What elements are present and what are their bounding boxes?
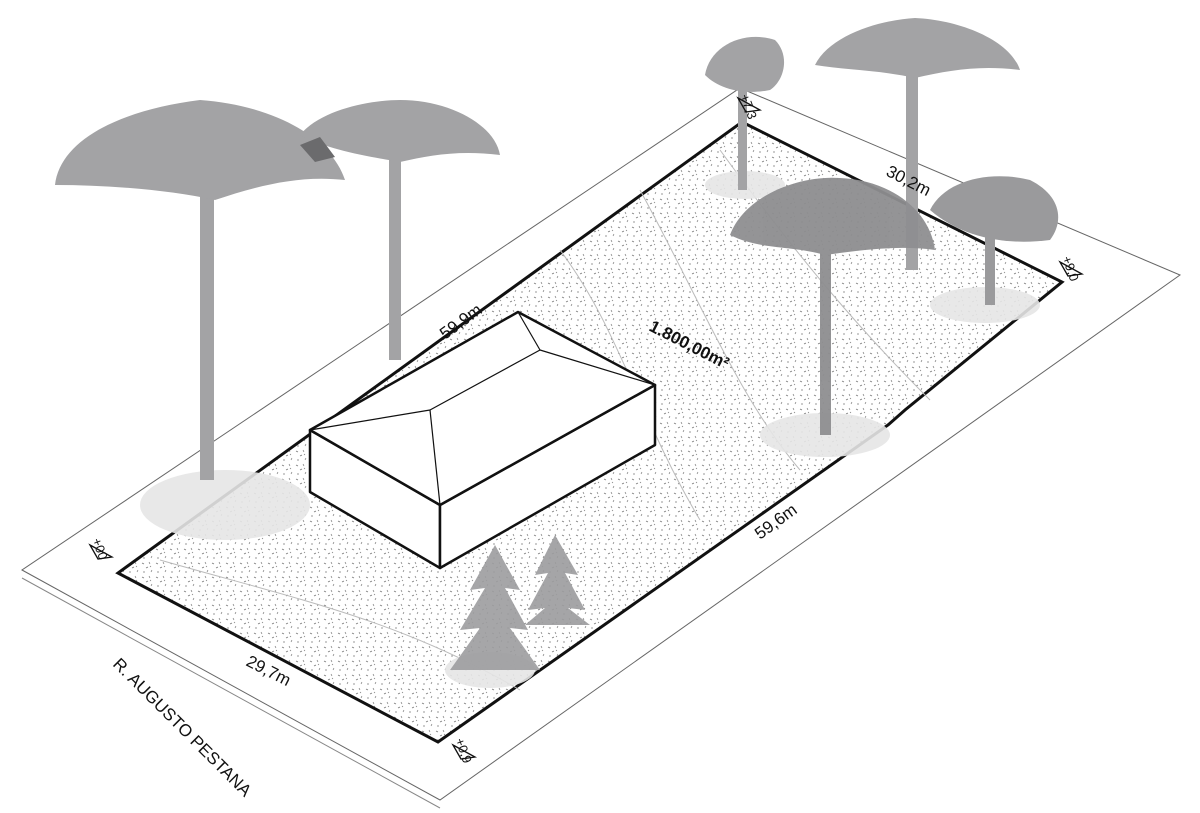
araucaria-tree-center bbox=[730, 177, 935, 435]
small-tree-back-left bbox=[705, 36, 785, 190]
level-triangle-icon bbox=[736, 96, 763, 113]
pine-trees bbox=[450, 535, 590, 670]
araucaria-tree-mid bbox=[300, 100, 500, 360]
araucaria-tree-left bbox=[55, 100, 345, 480]
level-triangle-icon bbox=[1058, 260, 1085, 277]
level-triangle-icon bbox=[451, 743, 478, 760]
level-front-left: +00 bbox=[89, 536, 111, 562]
outer-boundary bbox=[21, 87, 1182, 801]
level-triangle-icon bbox=[88, 543, 115, 560]
tree-back-right bbox=[930, 176, 1059, 305]
street-name-label: R. AUGUSTO PESTANA bbox=[109, 654, 255, 800]
street-curb bbox=[21, 577, 441, 809]
house bbox=[308, 310, 657, 570]
